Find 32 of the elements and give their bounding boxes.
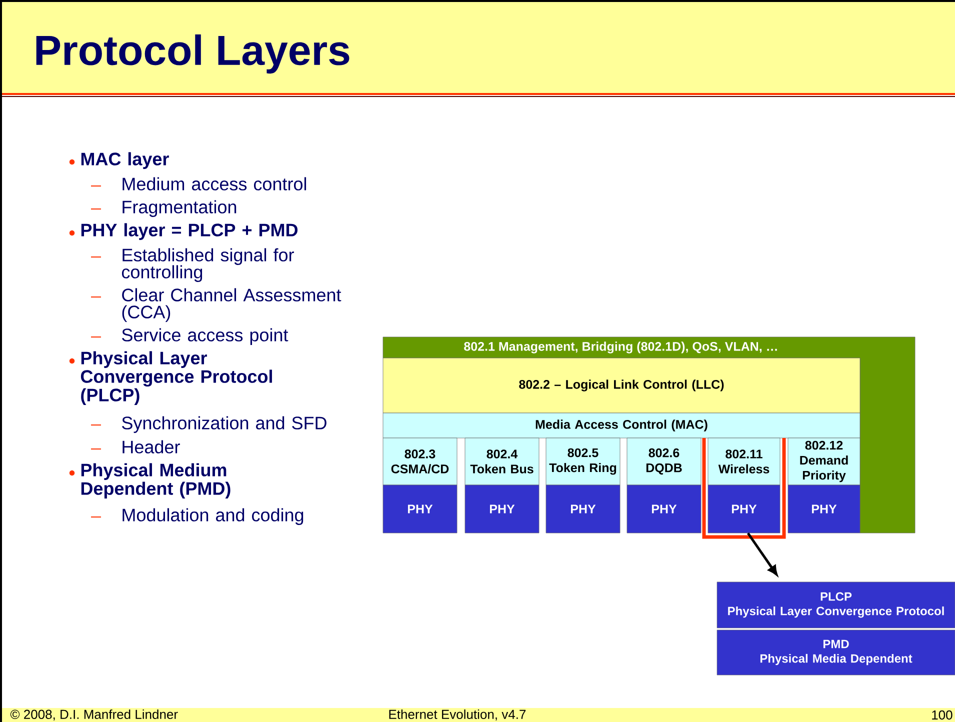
standard-box: 802.5 Token Ring <box>546 438 620 486</box>
footer-text: 100 <box>932 710 952 720</box>
footer-text: © 2008, D.I. Manfred Lindner <box>10 709 178 721</box>
bullet-text: Service access point <box>122 328 288 345</box>
phy-box: PHY <box>382 484 458 534</box>
bullet-heading: MAC layer <box>81 152 169 169</box>
standard-box: 802.11 Wireless <box>708 438 780 486</box>
sublayer-box: PLCP Physical Layer Convergence Protocol <box>716 582 955 628</box>
bullet-heading: PHY layer = PLCP + PMD <box>81 223 298 240</box>
bullet-heading: Physical Layer Convergence Protocol (PLCP) <box>80 351 272 405</box>
bullet-text: Medium access control <box>122 177 306 190</box>
phy-box: PHY <box>626 484 702 534</box>
sublayer-box: PMD Physical Media Dependent <box>716 630 955 676</box>
standard-box: 802.4 Token Bus <box>464 438 540 486</box>
standard-box: 802.6 DQDB <box>626 438 702 486</box>
bullet-text: Clear Channel Assessment (CCA) <box>122 288 342 322</box>
slide-title: Protocol Layers <box>36 34 350 74</box>
bullet-heading: Physical Medium Dependent (PMD) <box>81 463 230 498</box>
bullet-text: Header <box>122 440 180 454</box>
standard-box: 802.3 CSMA/CD <box>382 438 458 486</box>
bullet-text: Modulation and coding <box>122 508 304 525</box>
bullet-text: Established signal for controlling <box>122 248 294 282</box>
footer-text: Ethernet Evolution, v4.7 <box>389 709 526 721</box>
bullet-text: Synchronization and SFD <box>122 416 326 433</box>
standard-box: 802.12 Demand Priority <box>788 438 860 486</box>
arrow <box>746 532 778 576</box>
phy-box: PHY <box>464 484 540 534</box>
phy-box: PHY <box>546 484 620 534</box>
phy-box: PHY <box>788 484 860 534</box>
phy-box: PHY <box>708 484 780 534</box>
layer-box: 802.2 – Logical Link Control (LLC) <box>382 358 860 414</box>
bullet-text: Fragmentation <box>122 200 236 217</box>
